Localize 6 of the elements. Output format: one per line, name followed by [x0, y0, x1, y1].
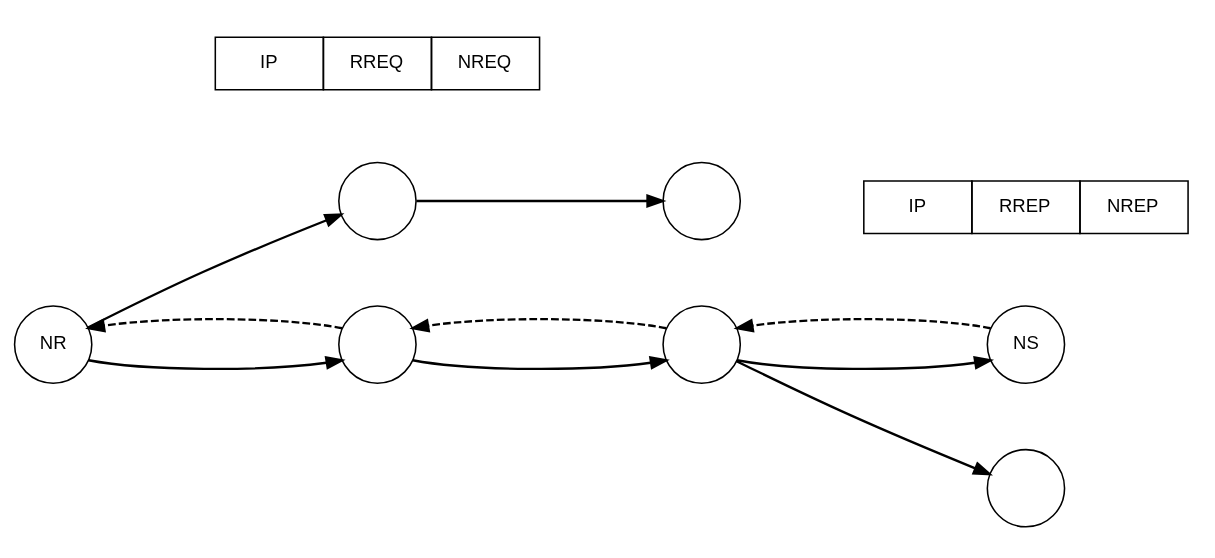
label: RREQ — [349, 51, 404, 73]
label: NREQ — [457, 51, 512, 73]
label: NREP — [1107, 194, 1159, 216]
label: RREP — [998, 194, 1051, 216]
label: IP — [908, 194, 927, 216]
label: IP — [260, 51, 278, 73]
